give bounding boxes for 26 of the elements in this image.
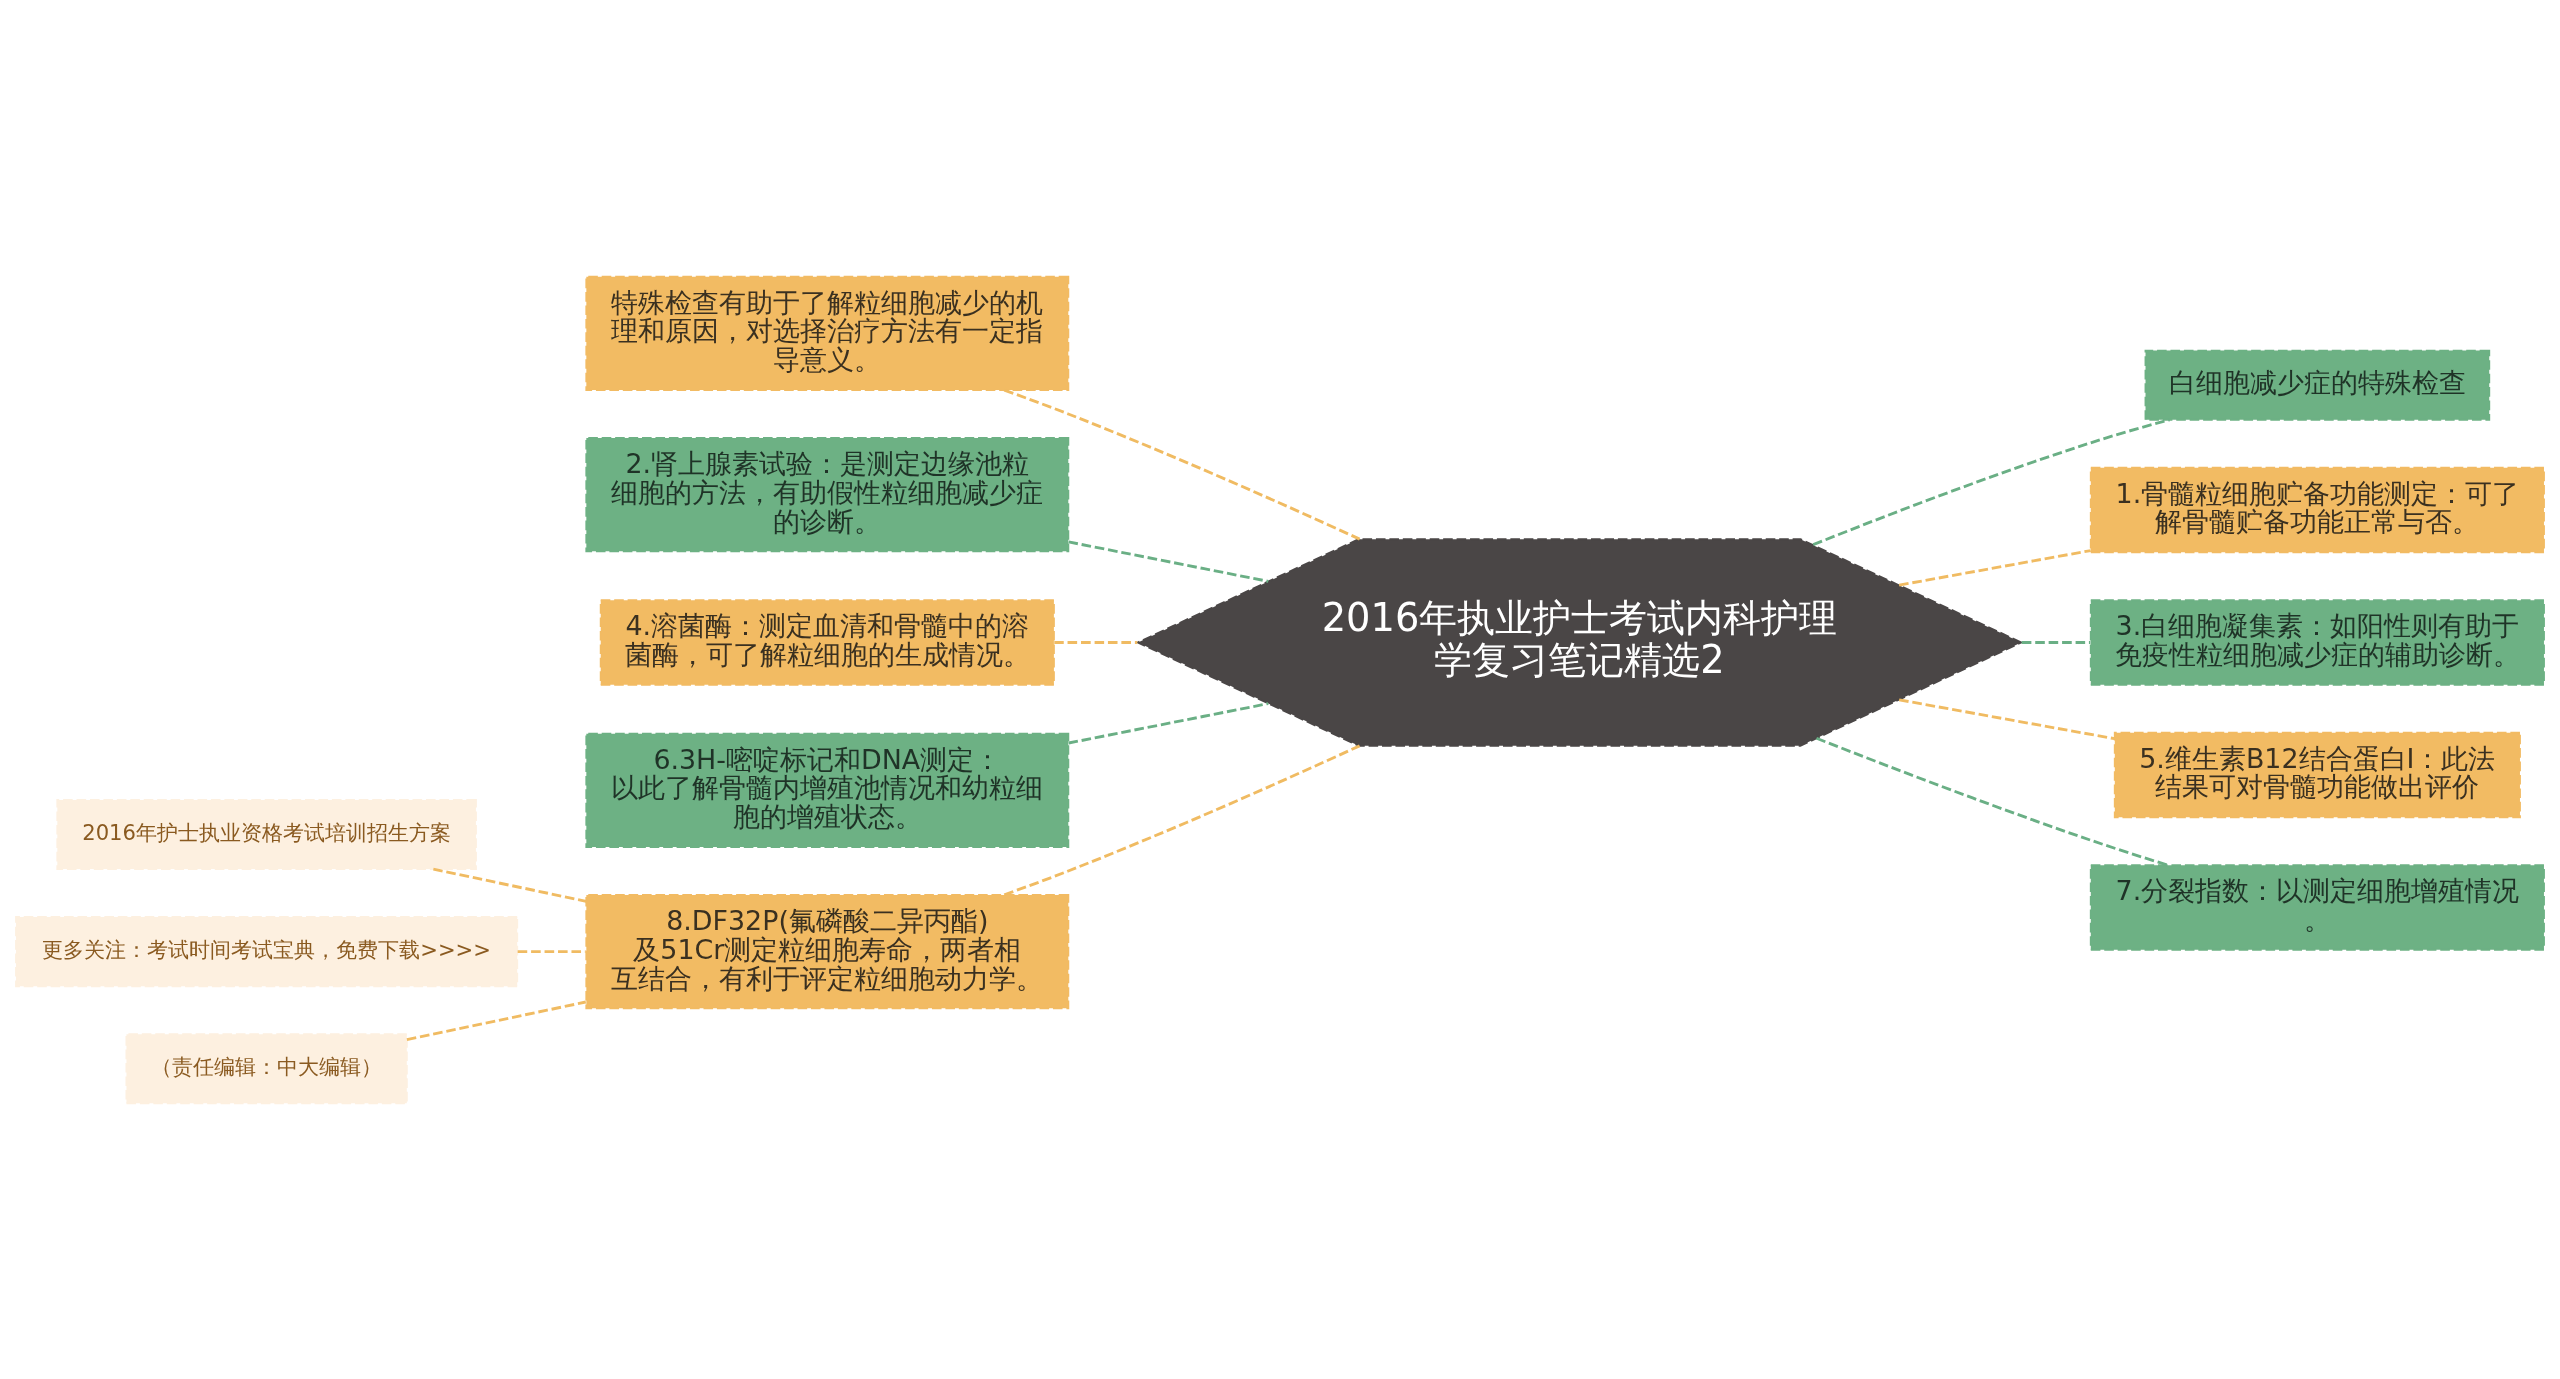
connector [517, 949, 586, 953]
node-box: 3.白细胞凝集素：如阳性则有助于免疫性粒细胞减少症的辅助诊断。 [2089, 598, 2545, 686]
connector [1812, 417, 2171, 546]
connector [1815, 736, 2169, 867]
node-box: 特殊检查有助于了解粒细胞减少的机理和原因，对选择治疗方法有一定指导意义。 [585, 275, 1070, 391]
node-box: 8.DF32P(氟磷酸二异丙酯)及51Cr测定粒细胞寿命，两者相互结合，有利于评定粒细胞动力学。 [585, 893, 1070, 1009]
node-box: 1.骨髓粒细胞贮备功能测定：可了解骨髓贮备功能正常与否。 [2089, 466, 2545, 553]
node-box: 2.肾上腺素试验：是测定边缘池粒细胞的方法，有助假性粒细胞减少症的诊断。 [585, 436, 1070, 552]
connector [1003, 388, 1361, 540]
node-box: 5.维生素B12结合蛋白Ⅰ：此法结果可对骨髓功能做出评价 [2113, 731, 2521, 818]
connector [1054, 640, 1138, 644]
connector [1898, 697, 2115, 740]
connector [1068, 540, 1269, 583]
connector [1003, 744, 1361, 896]
node-box: （责任编辑：中大编辑） [125, 1032, 408, 1104]
node-box: 4.溶菌酶：测定血清和骨髓中的溶菌酶，可了解粒细胞的生成情况。 [599, 598, 1055, 686]
connector [1898, 548, 2091, 587]
node-box: 白细胞减少症的特殊检查 [2144, 349, 2491, 421]
node-box: 更多关注：考试时间考试宝典，免费下载>>>> [15, 915, 519, 987]
connector [406, 1000, 587, 1041]
node-box: 2016年护士执业资格考试培训招生方案 [56, 798, 477, 870]
node-box: 6.3H-嘧啶标记和DNA测定：以此了解骨髓内增殖池情况和幼粒细胞的增殖状态。 [585, 732, 1070, 848]
node-box: 7.分裂指数：以测定细胞增殖情况。 [2089, 863, 2545, 951]
connector [2021, 640, 2091, 644]
connector [433, 867, 587, 903]
connector [1068, 701, 1269, 744]
